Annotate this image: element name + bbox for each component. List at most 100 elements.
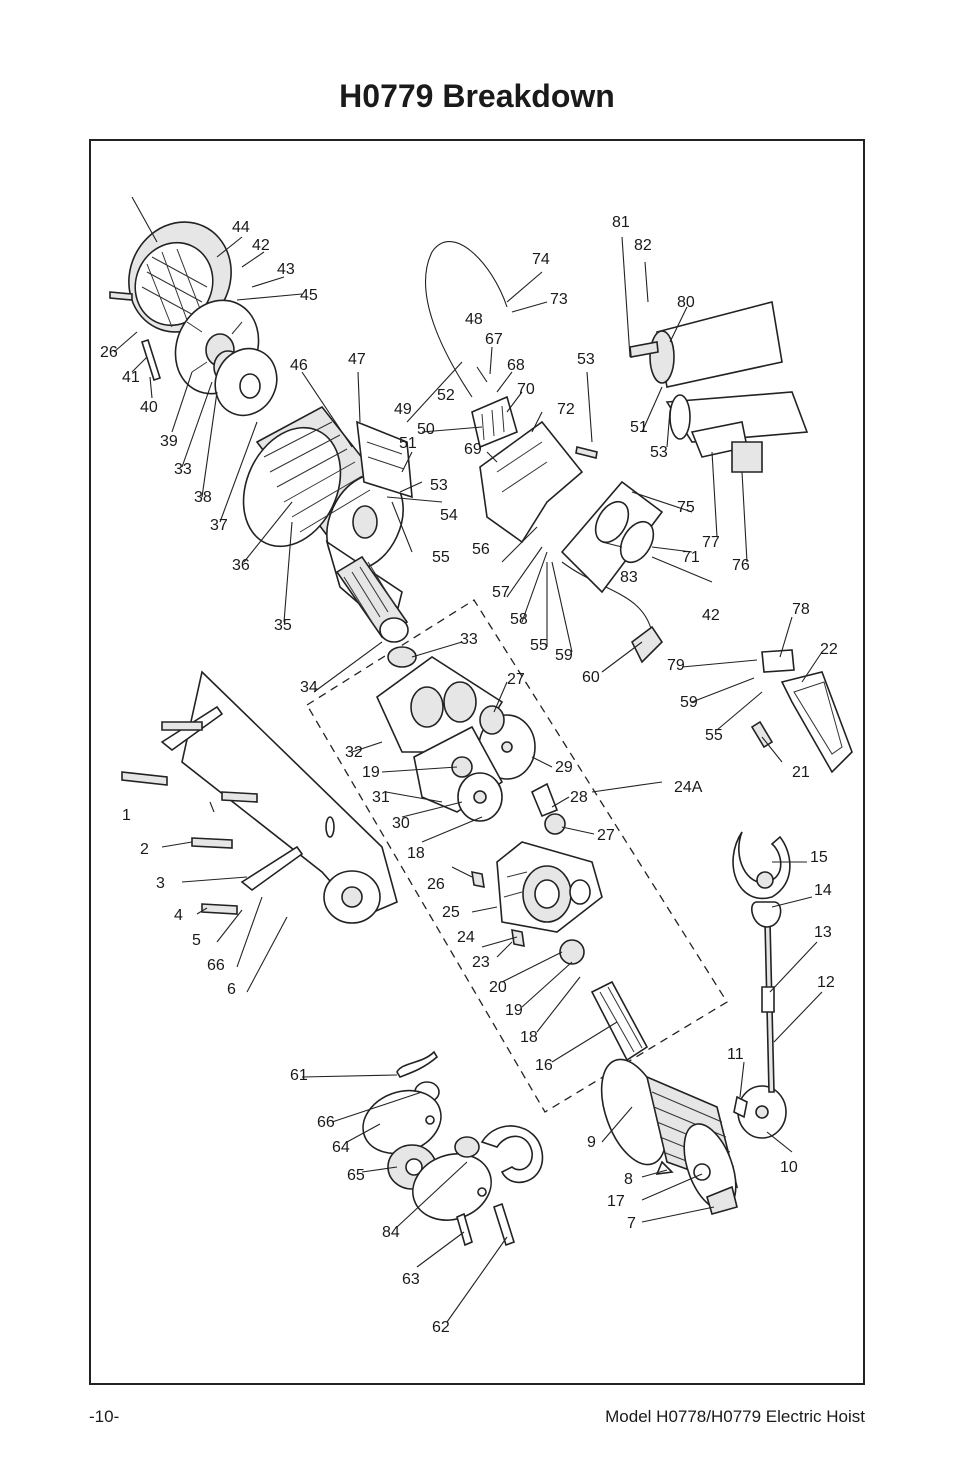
callout-label: 42 [252,237,270,254]
diagram-frame: 1 2 3 4 5 66 6 7 8 17 9 10 11 12 13 14 1… [89,139,865,1385]
callout-label: 66 [317,1114,335,1131]
callout-label: 40 [140,399,158,416]
callout-labels: 1 2 3 4 5 66 6 7 8 17 9 10 11 12 13 14 1… [100,214,838,1336]
terminal-block [471,395,518,449]
control-cable [561,561,653,633]
relay [731,441,763,473]
power-cord [424,241,508,398]
shaft-pin [456,1212,473,1247]
callout-label: 46 [290,357,308,374]
callout-label: 21 [792,764,810,781]
callout-label: 25 [442,904,460,921]
callout-label: 44 [232,219,250,236]
bearing [479,705,505,735]
callout-label: 75 [677,499,695,516]
callout-label: 66 [207,957,225,974]
callout-label: 74 [532,251,550,268]
drum-shaft [590,980,649,1062]
callout-label: 61 [290,1067,308,1084]
gearbox-assembly-boundary [306,599,728,1113]
callout-label: 34 [300,679,318,696]
terminal-box-base [356,420,413,499]
callout-label: 18 [407,845,425,862]
callout-label: 47 [348,351,366,368]
callout-label: 28 [570,789,588,806]
callout-label: 49 [394,401,412,418]
control-box-base [479,420,584,544]
callout-label: 82 [634,237,652,254]
callout-label: 8 [624,1171,633,1188]
callout-label: 17 [607,1193,625,1210]
callout-label: 2 [140,841,149,858]
hook-block-side-plate [412,1153,492,1221]
callout-label: 20 [489,979,507,996]
exploded-parts-diagram: 1 2 3 4 5 66 6 7 8 17 9 10 11 12 13 14 1… [100,196,853,1336]
screw [511,928,525,948]
rotor-bearing [387,646,417,668]
callout-label: 42 [702,607,720,624]
callout-label: 50 [417,421,435,438]
bearing [559,939,585,965]
callout-label: 24 [457,929,475,946]
callout-label: 14 [814,882,832,899]
callout-label: 27 [597,827,615,844]
callout-label: 62 [432,1319,450,1336]
hook-block-hook [454,1125,544,1184]
callout-label: 55 [705,727,723,744]
screw [109,291,133,301]
pendant-bracket [761,649,795,673]
lifting-hook [732,831,791,900]
callout-label: 22 [820,641,838,658]
callout-label: 48 [465,311,483,328]
callout-label: 79 [667,657,685,674]
callout-label: 63 [402,1271,420,1288]
end-bearing [693,1163,711,1181]
page-number: -10- [89,1407,120,1426]
shaft [530,782,559,818]
page-title: H0779 Breakdown [339,78,615,114]
gearbox-housing [496,841,603,933]
callout-label: 33 [174,461,192,478]
callout-label: 84 [382,1224,400,1241]
callout-label: 26 [100,344,118,361]
callout-label: 16 [535,1057,553,1074]
callout-label: 18 [520,1029,538,1046]
callout-label: 83 [620,569,638,586]
callout-label: 43 [277,261,295,278]
callout-label: 19 [505,1002,523,1019]
callout-label: 64 [332,1139,350,1156]
capacitor-terminal [629,341,659,358]
callout-label: 31 [372,789,390,806]
mounting-bracket [181,670,398,924]
control-box-cover [560,480,664,594]
callout-label: 36 [232,557,250,574]
callout-label: 6 [227,981,236,998]
callout-label: 9 [587,1134,596,1151]
callout-label: 57 [492,584,510,601]
callout-label: 60 [582,669,600,686]
callout-label: 53 [430,477,448,494]
callout-label: 13 [814,924,832,941]
callout-label: 80 [677,294,695,311]
pendant-pin [750,720,774,749]
callout-label: 51 [399,435,417,452]
callout-label: 81 [612,214,630,231]
callout-label: 76 [732,557,750,574]
screw [471,870,485,889]
callout-label: 45 [300,287,318,304]
callout-label: 71 [682,549,700,566]
callout-label: 56 [472,541,490,558]
callout-label: 67 [485,331,503,348]
callout-label: 26 [427,876,445,893]
callout-label: 65 [347,1167,365,1184]
bearing [544,813,566,835]
pendant-handle [780,671,853,774]
callout-label: 51 [630,419,648,436]
capacitor [649,301,783,388]
callout-label: 53 [650,444,668,461]
callout-label: 27 [507,671,525,688]
cotter-pin [396,1050,439,1079]
callout-label: 12 [817,974,835,991]
callout-label: 24A [674,779,703,796]
callout-label: 68 [507,357,525,374]
